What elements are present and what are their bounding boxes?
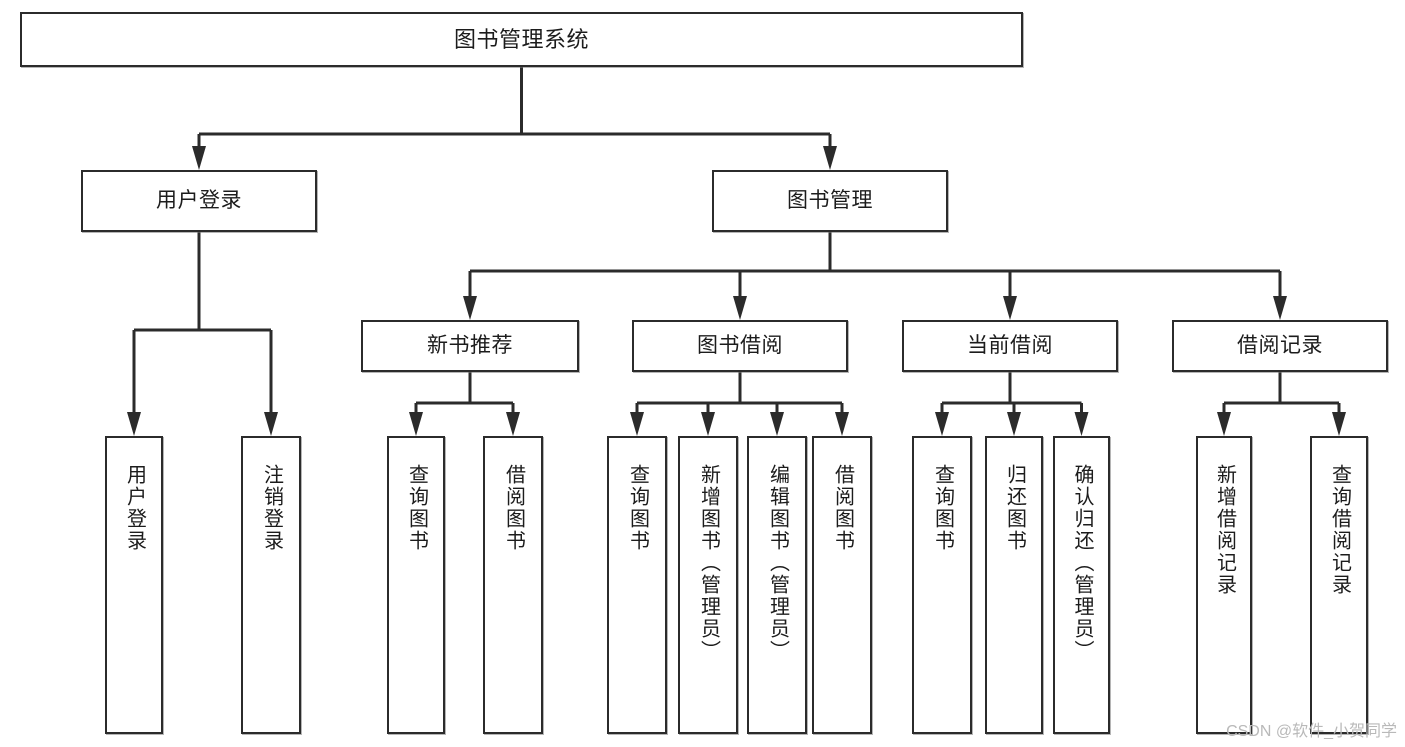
- arrowhead-icon: [935, 412, 949, 436]
- node-leaf-rec-query[interactable]: 查询图书: [387, 436, 445, 734]
- node-label: 用户登录: [156, 188, 242, 212]
- node-label: 编辑图书（管理员）: [766, 464, 789, 662]
- arrowhead-icon: [770, 412, 784, 436]
- arrowhead-icon: [1273, 296, 1287, 320]
- node-label: 查询图书: [931, 464, 954, 552]
- node-leaf-bb-query[interactable]: 查询图书: [607, 436, 667, 734]
- node-new-book-rec[interactable]: 新书推荐: [361, 320, 579, 372]
- node-label: 新书推荐: [427, 333, 513, 357]
- node-leaf-br-query[interactable]: 查询借阅记录: [1310, 436, 1368, 734]
- node-label: 图书借阅: [697, 333, 783, 357]
- node-label: 查询图书: [626, 464, 649, 552]
- node-leaf-bb-add[interactable]: 新增图书（管理员）: [678, 436, 738, 734]
- node-label: 新增图书（管理员）: [697, 464, 720, 662]
- node-book-manage[interactable]: 图书管理: [712, 170, 948, 232]
- node-leaf-user-login[interactable]: 用户登录: [105, 436, 163, 734]
- node-leaf-br-add[interactable]: 新增借阅记录: [1196, 436, 1252, 734]
- arrowhead-icon: [1003, 296, 1017, 320]
- node-label: 借阅图书: [831, 464, 854, 552]
- node-label: 新增借阅记录: [1213, 464, 1236, 596]
- node-leaf-rec-borrow[interactable]: 借阅图书: [483, 436, 543, 734]
- node-leaf-logout[interactable]: 注销登录: [241, 436, 301, 734]
- node-root[interactable]: 图书管理系统: [20, 12, 1023, 67]
- arrowhead-icon: [192, 146, 206, 170]
- node-leaf-bb-borrow[interactable]: 借阅图书: [812, 436, 872, 734]
- node-label: 借阅图书: [502, 464, 525, 552]
- arrowhead-icon: [733, 296, 747, 320]
- arrowhead-icon: [1007, 412, 1021, 436]
- arrowhead-icon: [409, 412, 423, 436]
- node-leaf-cb-return[interactable]: 归还图书: [985, 436, 1043, 734]
- arrowhead-icon: [835, 412, 849, 436]
- node-label: 确认归还（管理员）: [1071, 464, 1093, 662]
- node-label: 借阅记录: [1237, 333, 1323, 357]
- node-current-borrow[interactable]: 当前借阅: [902, 320, 1118, 372]
- arrowhead-icon: [463, 296, 477, 320]
- node-label: 归还图书: [1003, 464, 1026, 552]
- node-book-borrow[interactable]: 图书借阅: [632, 320, 848, 372]
- arrowhead-icon: [264, 412, 278, 436]
- arrowhead-icon: [1332, 412, 1346, 436]
- node-label: 查询图书: [405, 464, 428, 552]
- node-label: 图书管理: [787, 188, 873, 212]
- arrowhead-icon: [1217, 412, 1231, 436]
- arrowhead-icon: [701, 412, 715, 436]
- node-label: 图书管理系统: [453, 26, 589, 52]
- arrowhead-icon: [823, 146, 837, 170]
- node-label: 用户登录: [123, 464, 146, 552]
- node-borrow-record[interactable]: 借阅记录: [1172, 320, 1388, 372]
- node-label: 查询借阅记录: [1328, 464, 1351, 596]
- node-label: 注销登录: [260, 464, 283, 552]
- arrowhead-icon: [630, 412, 644, 436]
- node-label: 当前借阅: [967, 333, 1053, 357]
- node-leaf-bb-edit[interactable]: 编辑图书（管理员）: [747, 436, 807, 734]
- node-user-login[interactable]: 用户登录: [81, 170, 317, 232]
- arrowhead-icon: [1074, 412, 1089, 436]
- arrowhead-icon: [506, 412, 520, 436]
- arrowhead-icon: [127, 412, 141, 436]
- node-leaf-cb-confirm[interactable]: 确认归还（管理员）: [1053, 436, 1110, 734]
- node-leaf-cb-query[interactable]: 查询图书: [912, 436, 972, 734]
